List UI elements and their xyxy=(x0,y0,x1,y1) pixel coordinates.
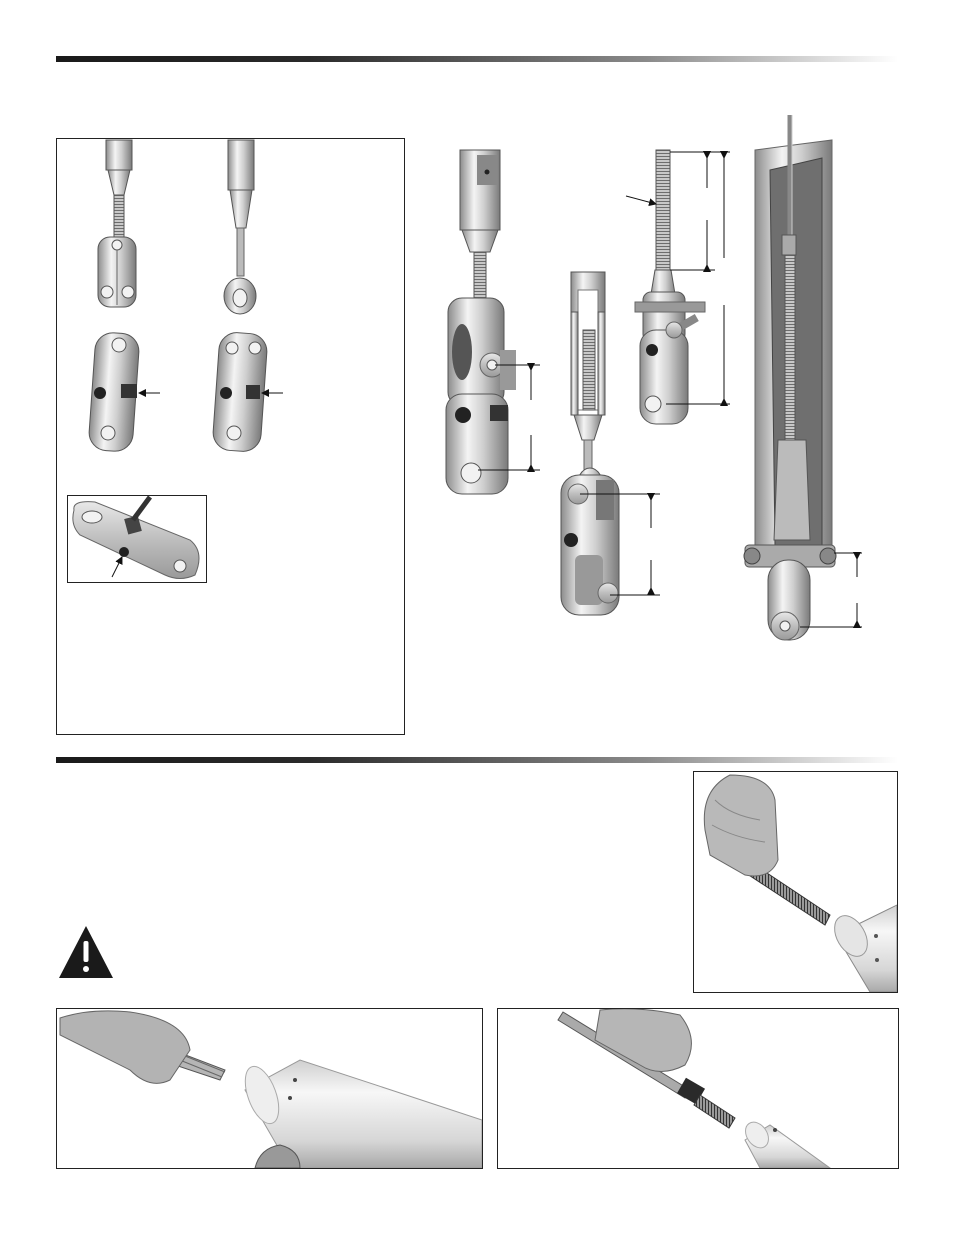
long-tube-toggle-assembly xyxy=(743,115,837,641)
arrow-to-threaded-stud xyxy=(625,195,657,207)
dimension-arrows-assembly-1 xyxy=(478,363,540,472)
inset-toggle-with-tool xyxy=(72,495,200,579)
turnbuckle-toggle-assembly xyxy=(445,149,516,495)
eye-terminal-fitting xyxy=(223,139,257,315)
bottom-left-photo-illustration xyxy=(59,1010,482,1168)
arrow-to-inset-pin xyxy=(111,556,123,578)
open-turnbuckle-assembly xyxy=(560,271,620,616)
dimension-arrows-assembly-4 xyxy=(800,552,862,628)
right-photo-illustration xyxy=(703,774,897,992)
dimension-arrows-assembly-3 xyxy=(666,151,730,406)
dimension-arrows-assembly-2 xyxy=(580,493,660,596)
warning-triangle-icon xyxy=(59,926,113,978)
bottom-right-photo-illustration xyxy=(557,1009,831,1168)
toggle-fitting-left xyxy=(97,139,137,308)
toggle-link-left xyxy=(88,332,140,452)
toggle-link-right xyxy=(212,332,268,452)
section-rule-middle xyxy=(56,757,898,763)
threaded-stud-toggle-assembly xyxy=(634,149,706,425)
section-rule-top xyxy=(56,56,898,62)
